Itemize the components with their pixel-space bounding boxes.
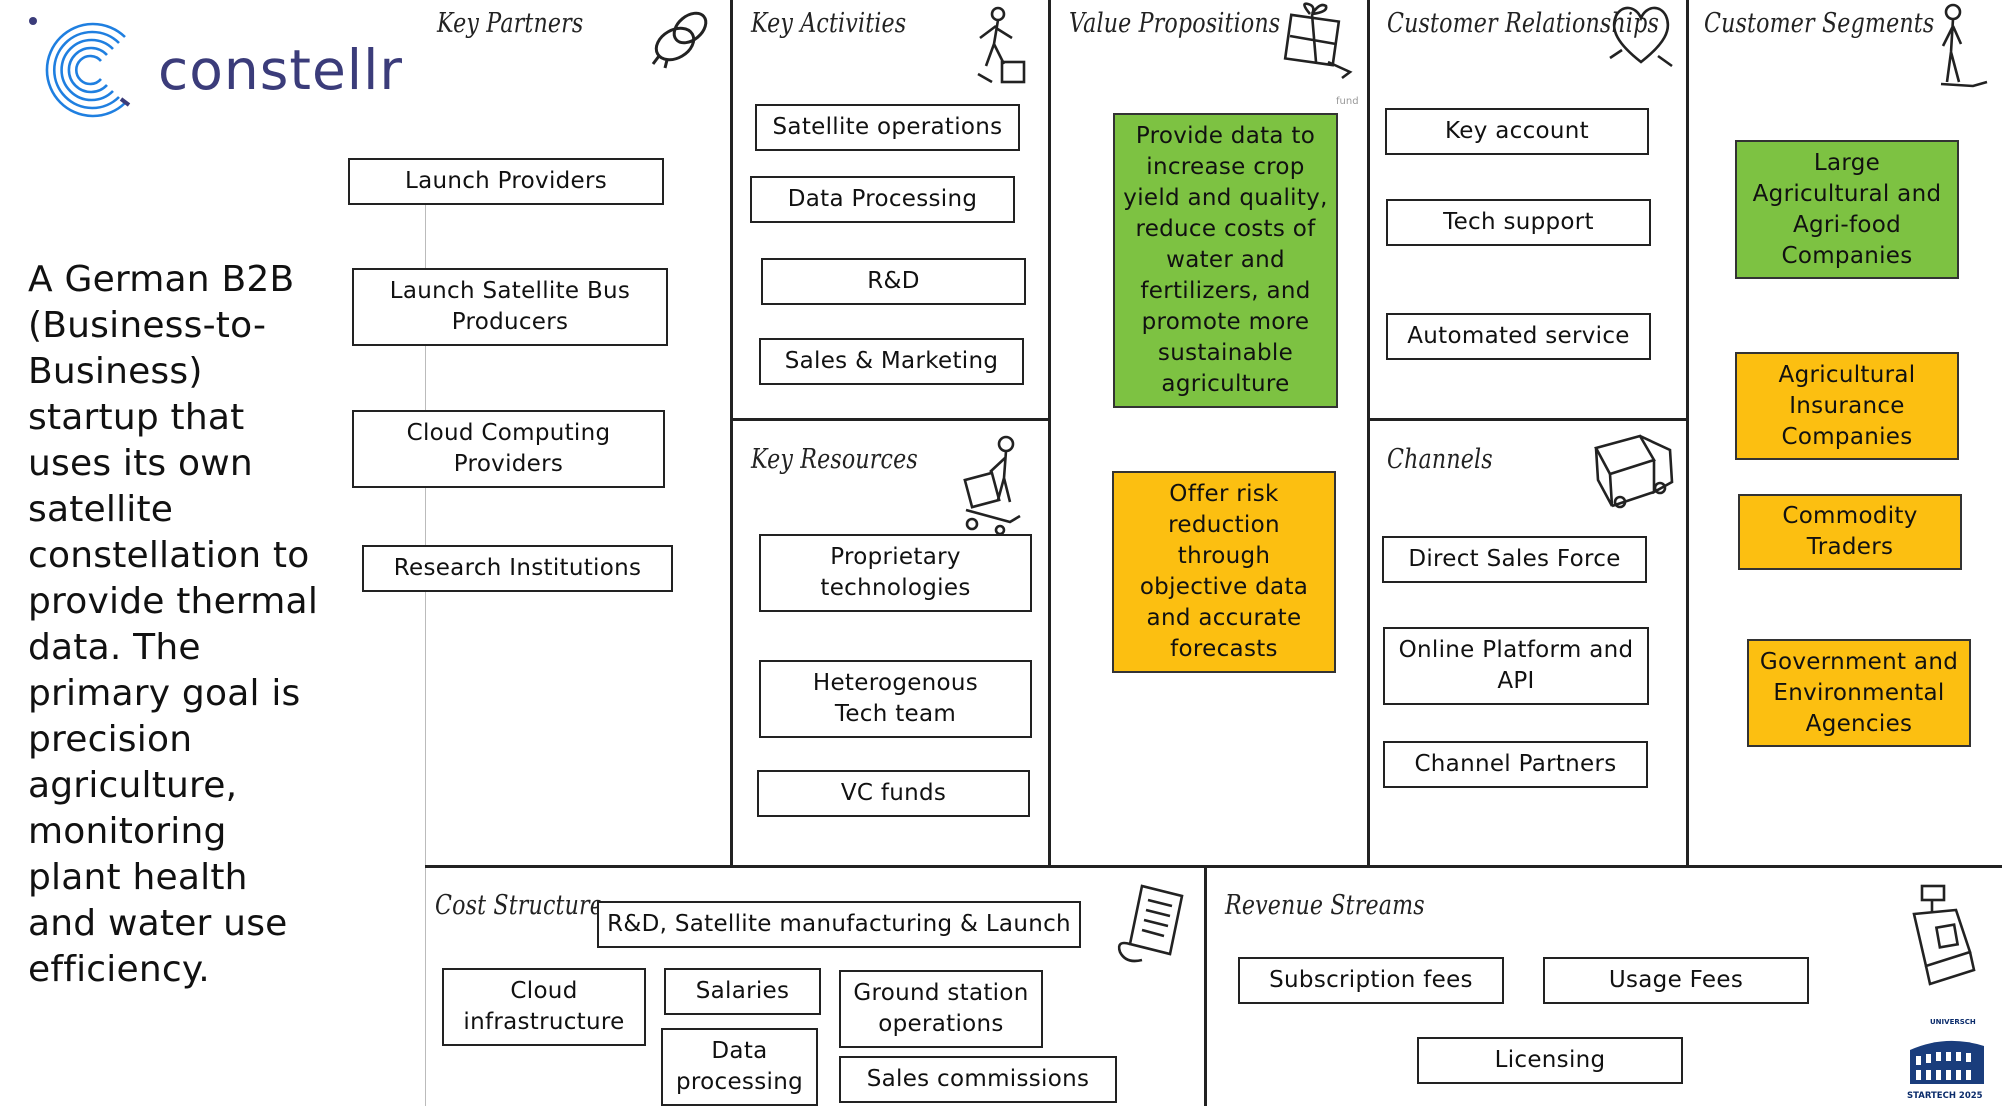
receipt-icon (1117, 884, 1184, 963)
customer-segment-item: Agricultural Insurance Companies (1735, 352, 1959, 460)
customer-relationship-item: Automated service (1386, 313, 1651, 360)
customer-segment-item: Commodity Traders (1738, 494, 1962, 570)
key-partners-title: Key Partners (437, 8, 584, 39)
event-logo-top: UNIVERSCH (1930, 1018, 1976, 1026)
svg-text:fund: fund (1336, 96, 1358, 107)
key-activity-item: Satellite operations (755, 104, 1020, 151)
gift-box-icon: fund (1283, 2, 1358, 107)
cash-register-icon (1912, 884, 1976, 986)
cost-item: Ground station operations (839, 970, 1043, 1048)
constellr-logo-icon (29, 17, 131, 118)
revenue-streams-title: Revenue Streams (1225, 890, 1425, 921)
cost-item: Salaries (664, 968, 821, 1015)
divider (425, 200, 426, 1106)
key-resource-item: Proprietary technologies (759, 534, 1032, 612)
divider (1204, 866, 1207, 1106)
event-logo-bottom: STARTECH 2025 (1907, 1091, 1983, 1101)
customer-relationship-item: Key account (1385, 108, 1649, 155)
channel-item: Direct Sales Force (1382, 536, 1647, 583)
channel-item: Channel Partners (1383, 741, 1648, 788)
divider (730, 0, 733, 866)
value-propositions-title: Value Propositions (1069, 8, 1281, 39)
cost-structure-title: Cost Structure (435, 890, 604, 921)
cost-item: R&D, Satellite manufacturing & Launch (597, 901, 1081, 948)
key-resource-item: VC funds (757, 770, 1030, 817)
channels-title: Channels (1387, 444, 1493, 475)
revenue-item: Usage Fees (1543, 957, 1809, 1004)
brand-name: constellr (158, 38, 403, 102)
divider (1367, 0, 1370, 866)
channel-item: Online Platform and API (1383, 627, 1649, 705)
key-partner-item: Launch Providers (348, 158, 664, 205)
colosseum-icon (1910, 1040, 1984, 1084)
company-description: A German B2B (Business-to-Business) star… (28, 259, 319, 990)
cost-item: Data processing (661, 1028, 818, 1106)
chain-links-icon (651, 11, 708, 69)
heart-icon (1609, 6, 1673, 68)
key-activity-item: Sales & Marketing (759, 338, 1024, 385)
key-partner-item: Cloud Computing Providers (352, 410, 665, 488)
key-activity-item: R&D (761, 258, 1026, 305)
divider (1686, 0, 1689, 866)
value-proposition-item: Offer risk reduction through objective d… (1112, 471, 1336, 673)
person-icon (1940, 3, 1988, 88)
cost-item: Cloud infrastructure (442, 968, 646, 1046)
key-resource-item: Heterogenous Tech team (759, 660, 1032, 738)
value-proposition-item: Provide data to increase crop yield and … (1113, 113, 1338, 408)
cost-item: Sales commissions (839, 1056, 1117, 1103)
customer-segment-item: Large Agricultural and Agri-food Compani… (1735, 140, 1959, 279)
divider (425, 865, 2002, 868)
key-activity-item: Data Processing (750, 176, 1015, 223)
delivery-truck-icon (1594, 434, 1674, 509)
customer-relationship-item: Tech support (1386, 199, 1651, 246)
divider (1367, 418, 1686, 421)
customer-segments-title: Customer Segments (1704, 8, 1935, 39)
key-activities-title: Key Activities (751, 8, 907, 39)
revenue-item: Licensing (1417, 1037, 1683, 1084)
customer-segment-item: Government and Environmental Agencies (1747, 639, 1971, 747)
divider (1048, 0, 1051, 866)
key-partner-item: Launch Satellite Bus Producers (352, 268, 668, 346)
key-partner-item: Research Institutions (362, 545, 673, 592)
divider (730, 418, 1048, 421)
forklift-worker-icon (963, 435, 1021, 534)
revenue-item: Subscription fees (1238, 957, 1504, 1004)
worker-icon (977, 6, 1026, 84)
key-resources-title: Key Resources (751, 444, 918, 475)
